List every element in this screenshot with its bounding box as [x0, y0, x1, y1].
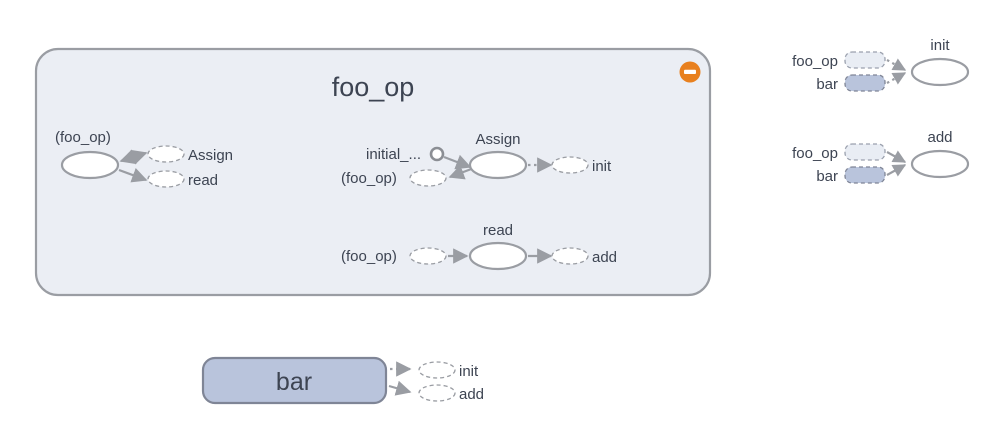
- bar-output-init-label: init: [459, 363, 479, 380]
- read-input-fooop-label: (foo_op): [341, 248, 397, 265]
- bar-output-init-ellipse[interactable]: [418, 361, 456, 379]
- bar-node-label: bar: [276, 368, 312, 396]
- panel-init-input-bar-chip[interactable]: [844, 74, 886, 92]
- row1-edge-read: [118, 167, 148, 183]
- row1-source-ellipse[interactable]: [60, 150, 120, 180]
- assign-edge-to-fooop: [448, 164, 475, 180]
- panel-init-op-ellipse[interactable]: [910, 57, 970, 87]
- assign-op-ellipse[interactable]: [468, 150, 528, 180]
- assign-output-init-ellipse[interactable]: [551, 156, 589, 174]
- row-read: (foo_op) read add: [341, 222, 617, 271]
- panel-init: foo_op bar init: [792, 37, 970, 93]
- panel-init-input-fooop-chip[interactable]: [844, 51, 886, 69]
- panel-add-input-fooop-chip[interactable]: [844, 143, 886, 161]
- panel-add-edge-bottom: [886, 164, 907, 177]
- bar-edge-add: [388, 380, 412, 396]
- panel-init-input-fooop-label: foo_op: [792, 53, 838, 70]
- panel-init-input-bar-label: bar: [816, 76, 838, 93]
- read-output-add-ellipse[interactable]: [551, 247, 589, 265]
- panel-init-op-label: init: [930, 37, 950, 54]
- row1-target-read-ellipse[interactable]: [147, 170, 185, 188]
- row1-target-read-label: read: [188, 172, 218, 189]
- group-foo-op[interactable]: foo_op (foo_op) Assign read initial_... …: [34, 47, 712, 297]
- read-input-fooop-ellipse[interactable]: [409, 247, 447, 265]
- read-output-add-label: add: [592, 249, 617, 266]
- bar-node[interactable]: bar init add: [201, 356, 484, 405]
- row-assign: initial_... (foo_op) Assign init: [341, 131, 612, 187]
- assign-output-init-label: init: [592, 158, 612, 175]
- assign-input-fooop-label: (foo_op): [341, 170, 397, 187]
- read-op-ellipse[interactable]: [468, 241, 528, 271]
- row1-target-assign-ellipse[interactable]: [147, 145, 185, 163]
- panel-init-edge-bottom: [886, 72, 907, 85]
- panel-add-op-label: add: [927, 129, 952, 146]
- assign-input-initial-label: initial_...: [366, 146, 421, 163]
- group-title: foo_op: [332, 72, 415, 102]
- row-foo-op-left: (foo_op) Assign read: [55, 129, 233, 189]
- panel-init-edge-top: [886, 58, 907, 71]
- bar-output-add-label: add: [459, 386, 484, 403]
- panel-add-op-ellipse[interactable]: [910, 149, 970, 179]
- read-op-label: read: [483, 222, 513, 239]
- bar-node-rect[interactable]: [201, 356, 388, 405]
- bar-output-add-ellipse[interactable]: [418, 384, 456, 402]
- group-container-rect[interactable]: [34, 47, 712, 297]
- collapse-button[interactable]: [679, 61, 701, 83]
- panel-add-input-bar-label: bar: [816, 168, 838, 185]
- assign-input-fooop-ellipse[interactable]: [409, 169, 447, 187]
- assign-input-initial-ring[interactable]: [429, 146, 445, 162]
- panel-add-input-bar-chip[interactable]: [844, 166, 886, 184]
- panel-add-input-fooop-label: foo_op: [792, 145, 838, 162]
- panel-add: foo_op bar add: [792, 129, 970, 185]
- row1-edge-assign: [119, 149, 148, 165]
- assign-op-label: Assign: [475, 131, 520, 148]
- row1-source-label: (foo_op): [55, 129, 111, 146]
- row1-target-assign-label: Assign: [188, 147, 233, 164]
- panel-add-edge-top: [886, 150, 907, 163]
- minus-glyph: [684, 69, 696, 74]
